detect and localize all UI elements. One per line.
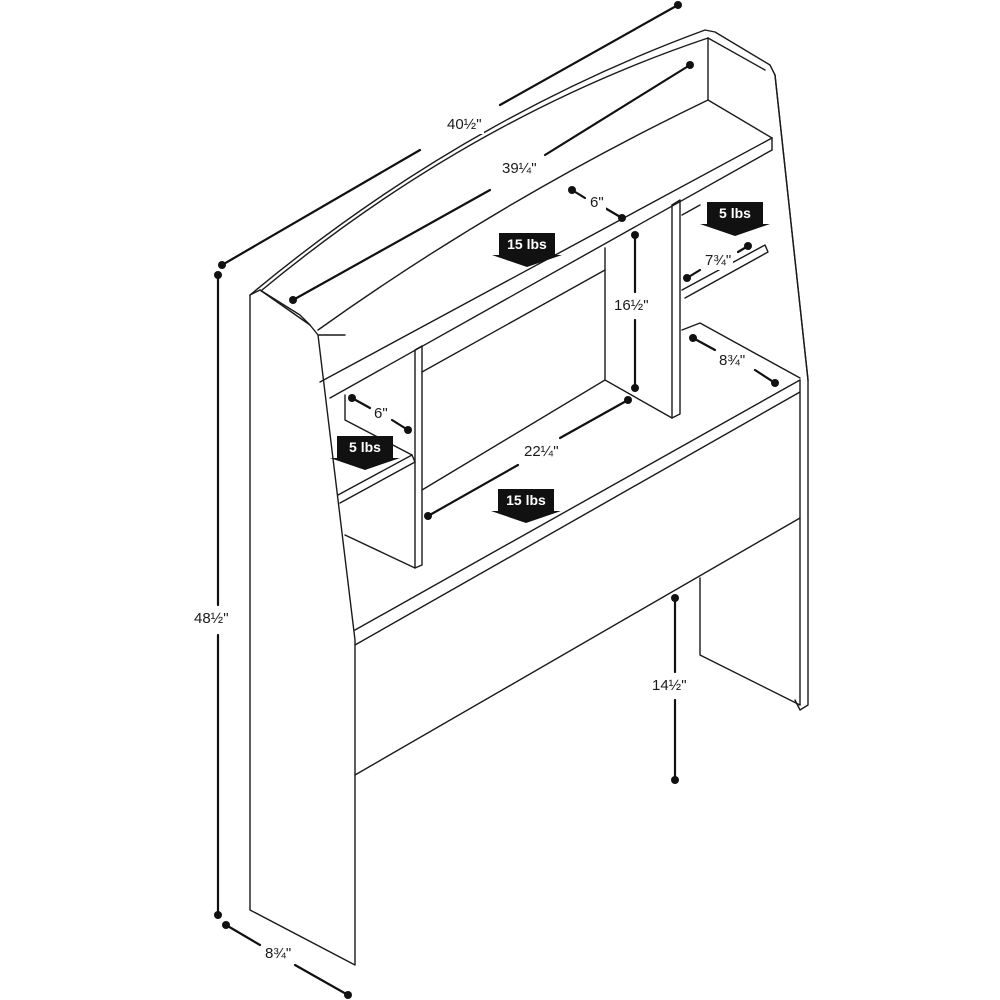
weight-label: 15 lbs: [498, 489, 554, 511]
right-lower-depth-label: 8¾": [717, 352, 748, 370]
weight-badge-right-cubby: 5 lbs: [700, 202, 770, 236]
left-side-panel: [249, 289, 356, 966]
weight-badge-top-shelf: 15 lbs: [492, 233, 562, 267]
weight-label: 5 lbs: [337, 436, 393, 458]
weight-label: 5 lbs: [707, 202, 763, 224]
leg-clearance-height-label: 14½": [650, 677, 689, 695]
down-arrow-icon: [700, 224, 770, 236]
center-shelf-width-label: 22¼": [522, 443, 561, 461]
weight-label: 15 lbs: [499, 233, 555, 255]
center-divider-right: [604, 199, 681, 419]
front-panel: [354, 517, 801, 776]
overall-height-label: 48½": [192, 610, 231, 628]
down-arrow-icon: [330, 458, 400, 470]
overall-depth-label: 8¾": [263, 945, 294, 963]
right-side-panel: [774, 74, 809, 711]
left-cubby-depth-label: 6": [372, 405, 390, 423]
center-cubby-height-label: 16½": [612, 297, 651, 315]
weight-badge-center-shelf: 15 lbs: [491, 489, 561, 523]
top-shelf-width-label: 39¼": [500, 160, 539, 178]
dimension-lines: [214, 1, 779, 999]
down-arrow-icon: [491, 511, 561, 523]
overall-width-label: 40½": [445, 116, 484, 134]
top-shelf-depth-label: 6": [588, 194, 606, 212]
center-divider-left: [344, 345, 423, 569]
weight-badge-left-cubby: 5 lbs: [330, 436, 400, 470]
arched-top: [249, 29, 809, 381]
right-cubby-shelf-width-label: 7¾": [703, 252, 734, 270]
middle-shelf: [354, 269, 801, 646]
down-arrow-icon: [492, 255, 562, 267]
